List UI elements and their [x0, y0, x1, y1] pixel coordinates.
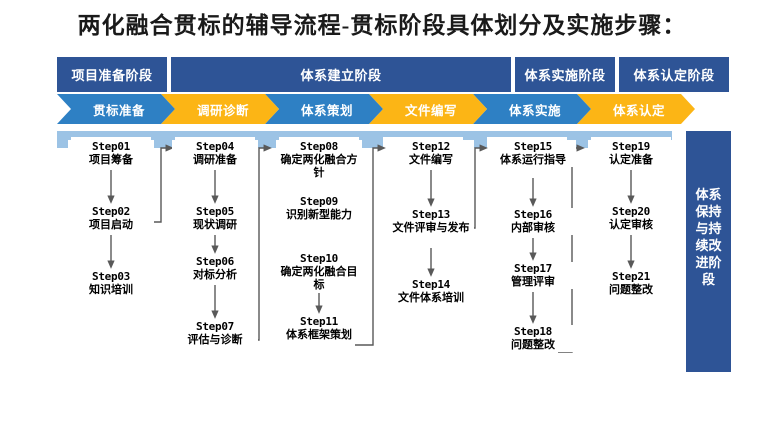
step-number: Step16 — [514, 208, 552, 221]
step-label: 体系框架策划 — [286, 328, 352, 341]
step-label: 问题整改 — [609, 283, 653, 296]
step-number: Step17 — [514, 262, 552, 275]
step-label: 评估与诊断 — [187, 333, 243, 346]
step-label: 管理评审 — [511, 275, 555, 288]
step-number: Step05 — [196, 205, 234, 218]
page-title: 两化融合贯标的辅导流程-贯标阶段具体划分及实施步骤： — [77, 13, 687, 38]
chevron-label: 体系实施 — [508, 103, 561, 118]
step-label: 确定两化融合目标 — [280, 265, 358, 292]
step-number: Step20 — [612, 205, 650, 218]
step-number: Step15 — [514, 140, 552, 153]
phase-label: 体系建立阶段 — [300, 68, 382, 83]
step-label: 文件体系培训 — [398, 291, 464, 304]
chevron-stage-4[interactable]: 文件编写 — [369, 94, 487, 124]
step-label: 认定审核 — [609, 218, 653, 231]
elbow-step07-to-step08 — [250, 144, 272, 341]
step-label: 对标分析 — [193, 268, 237, 281]
step-number: Step14 — [412, 278, 450, 291]
step-number: Step12 — [412, 140, 450, 153]
step-label: 确定两化融合方针 — [280, 153, 358, 180]
chevron-stage-3[interactable]: 体系策划 — [265, 94, 383, 124]
step-label: 问题整改 — [511, 338, 555, 351]
chevron-stage-6[interactable]: 体系认定 — [577, 94, 695, 124]
phase-box-2: 体系建立阶段 — [171, 57, 511, 92]
step-number: Step08 — [300, 140, 338, 153]
step-number: Step13 — [412, 208, 450, 221]
chevron-label: 文件编写 — [404, 103, 457, 118]
step-label: 体系运行指导 — [500, 153, 566, 166]
step-number: Step07 — [196, 320, 234, 333]
step-number: Step04 — [196, 140, 234, 153]
phase-box-1: 项目准备阶段 — [57, 57, 167, 92]
side-phase-bar: 体系保持与持续改进阶段 — [686, 131, 731, 372]
step-number: Step21 — [612, 270, 650, 283]
step-label: 文件编写 — [409, 153, 453, 166]
step-number: Step10 — [300, 252, 338, 265]
phase-header-row: 项目准备阶段 体系建立阶段 体系实施阶段 体系认定阶段 — [57, 57, 729, 92]
step-label: 现状调研 — [193, 218, 237, 231]
side-phase-label: 体系保持与持续改进阶段 — [695, 187, 722, 287]
phase-box-4: 体系认定阶段 — [619, 57, 729, 92]
step-number: Step09 — [300, 195, 338, 208]
step-number: Step19 — [612, 140, 650, 153]
chevron-stage-2[interactable]: 调研诊断 — [161, 94, 279, 124]
step-label: 文件评审与发布 — [392, 221, 470, 234]
step-number: Step18 — [514, 325, 552, 338]
step-label: 项目启动 — [89, 218, 133, 231]
step-label: 内部审核 — [511, 221, 555, 234]
chevron-label: 体系认定 — [612, 103, 665, 118]
phase-label: 体系实施阶段 — [524, 68, 606, 83]
chevron-stage-row: 贯标准备 调研诊断 体系策划 文件编写 体系实施 体系认定 — [57, 94, 672, 124]
step-number: Step06 — [196, 255, 234, 268]
phase-box-3: 体系实施阶段 — [515, 57, 615, 92]
step-label: 识别新型能力 — [286, 208, 352, 221]
step-label: 调研准备 — [193, 153, 237, 166]
step-label: 项目筹备 — [89, 153, 133, 166]
chevron-label: 贯标准备 — [92, 103, 145, 118]
step-number: Step11 — [300, 315, 338, 328]
elbow-step18-to-step19 — [558, 144, 585, 353]
step-number: Step03 — [92, 270, 130, 283]
phase-label: 项目准备阶段 — [71, 68, 153, 83]
chevron-stage-1[interactable]: 贯标准备 — [57, 94, 175, 124]
step-label: 知识培训 — [89, 283, 133, 296]
chevron-label: 调研诊断 — [196, 103, 249, 118]
chevron-label: 体系策划 — [300, 103, 353, 118]
phase-label: 体系认定阶段 — [633, 68, 715, 83]
step-label: 认定准备 — [609, 153, 653, 166]
step-number: Step01 — [92, 140, 130, 153]
step-number: Step02 — [92, 205, 130, 218]
chevron-stage-5[interactable]: 体系实施 — [473, 94, 591, 124]
